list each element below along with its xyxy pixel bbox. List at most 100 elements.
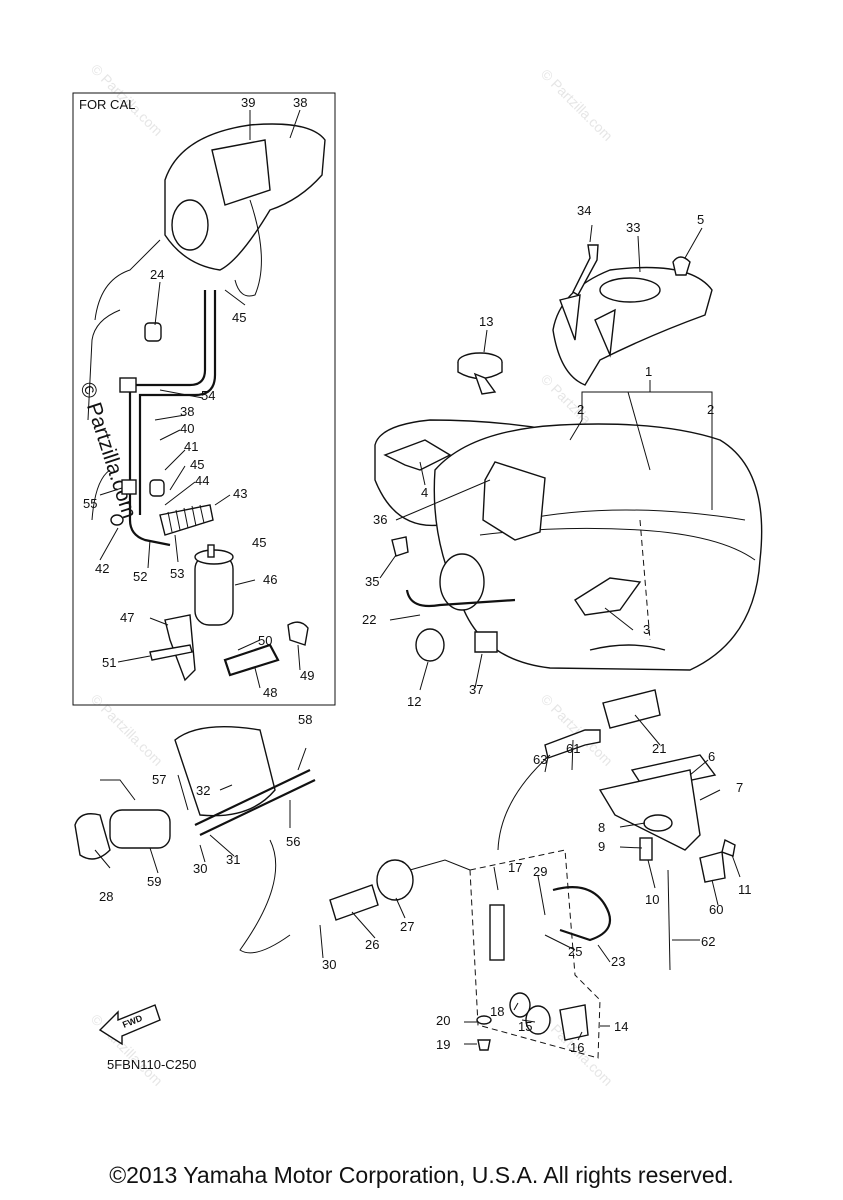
o-ring-18 [509,992,531,1018]
callout-51: 51 [102,655,116,670]
emblem-3 [574,577,642,616]
washer-20 [476,1015,492,1025]
callout-57: 57 [152,772,166,787]
inset-pump-46 [194,554,234,626]
bolt-11 [721,838,736,857]
callout-11: 11 [738,882,752,897]
callout-35: 35 [365,574,379,589]
screw-19 [477,1039,491,1051]
bracket-7 [598,769,701,851]
callout-40: 40 [180,421,194,436]
callout-59: 59 [147,874,161,889]
callout-45b: 45 [190,457,204,472]
callout-8: 8 [598,820,605,835]
main-tank [374,419,763,671]
clip-35 [391,536,409,557]
inset-clamp-24 [144,322,162,342]
callout-36: 36 [373,512,387,527]
hose-22 [405,589,516,608]
callout-7: 7 [736,780,743,795]
callout-32: 32 [196,783,210,798]
callout-3: 3 [643,622,650,637]
fwd-arrow-shape [98,1004,161,1046]
callout-16: 16 [570,1040,584,1055]
watermark-4: © Partzilla.com [88,691,166,769]
callout-56: 56 [286,834,300,849]
inset-clip-49 [287,621,309,646]
diagram-code: 5FBN110-C250 [107,1057,196,1072]
callout-28: 28 [99,889,113,904]
callout-10: 10 [645,892,659,907]
callout-41: 41 [184,439,198,454]
callout-34: 34 [577,203,591,218]
callout-43: 43 [233,486,247,501]
callout-60: 60 [709,902,723,917]
callout-50: 50 [258,633,272,648]
grommet-5 [672,256,691,276]
callout-14: 14 [614,1019,628,1034]
inset-hose-48 [223,643,280,677]
callout-53: 53 [170,566,184,581]
screw-34 [572,244,599,296]
watermark-1: © Partzilla.com [538,66,616,144]
callout-20: 20 [436,1013,450,1028]
tank-filler-opening [482,461,546,541]
callout-6: 6 [708,749,715,764]
callout-49: 49 [300,668,314,683]
hose-23 [552,886,612,942]
callout-1: 1 [645,364,652,379]
callout-38: 38 [293,95,307,110]
emblem-4 [383,439,452,471]
inset-tank-opening [211,139,271,206]
bolt-10 [639,837,653,861]
washer-8 [643,814,673,832]
fuel-cock [489,904,505,961]
callout-18: 18 [490,1004,504,1019]
callout-12: 12 [407,694,421,709]
callout-37: 37 [469,682,483,697]
callout-44: 44 [195,473,209,488]
inset-for-cal: FOR CAL [72,92,336,706]
callout-62: 62 [701,934,715,949]
callouts: 39 38 24 45 54 38 40 41 45 44 43 55 45 4… [83,95,752,1055]
callout-30b: 30 [322,957,336,972]
callout-55: 55 [83,496,97,511]
callout-61: 61 [566,741,580,756]
callout-27: 27 [400,919,414,934]
callout-2a: 2 [577,402,584,417]
callout-22: 22 [362,612,376,627]
strip-21 [602,689,661,729]
callout-26: 26 [365,937,379,952]
callout-30a: 30 [193,861,207,876]
inset-tank-lobe [171,199,209,251]
tank-cover-33 [552,266,713,386]
callout-39: 39 [241,95,255,110]
clamp-27 [376,859,414,901]
callout-29: 29 [533,864,547,879]
callout-48: 48 [263,685,277,700]
inset-bolt-51 [149,644,193,661]
fuel-cock-box [469,849,601,1059]
tie-62 [667,869,671,971]
nut-60 [699,851,726,883]
grommet-12 [415,628,445,662]
callout-17: 17 [508,860,522,875]
inset-title: FOR CAL [79,97,135,112]
callout-45: 45 [232,310,246,325]
inset-bolt-42 [110,514,124,526]
callout-38b: 38 [180,404,194,419]
callout-25: 25 [568,944,582,959]
filter-26 [329,884,379,921]
inset-frame [72,92,336,706]
gasket-15 [525,1005,551,1035]
callout-63: 63 [533,752,547,767]
lower-tank-outline [174,726,276,817]
callout-52: 52 [133,569,147,584]
hose-56 [194,769,311,826]
damper-37 [474,631,498,653]
callout-45c: 45 [252,535,266,550]
callout-58: 58 [298,712,312,727]
inset-clamp-55 [121,479,137,495]
inset-clamp-54 [119,377,137,393]
